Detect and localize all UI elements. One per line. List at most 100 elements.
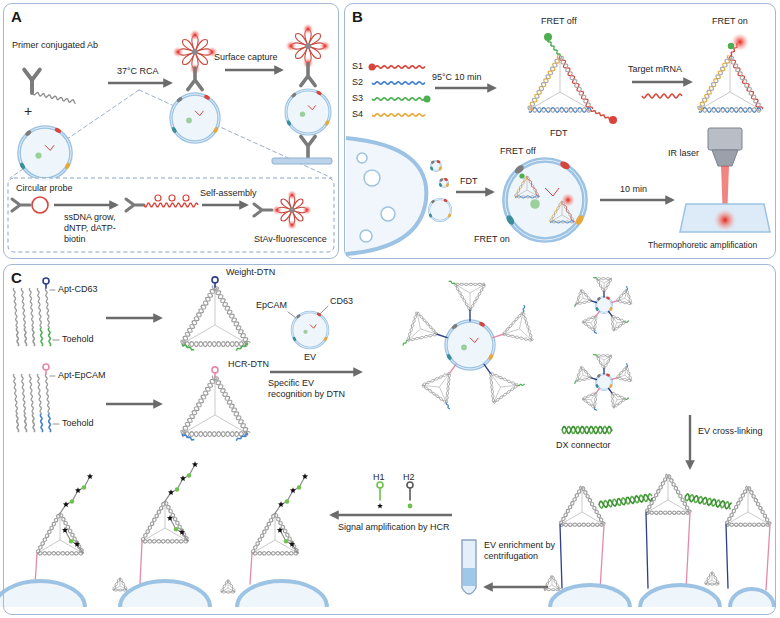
aptamer-link (600, 525, 604, 590)
dna-strand (603, 279, 611, 292)
dna-strand (577, 289, 582, 304)
dna-strand (515, 196, 539, 198)
antibody (188, 68, 202, 90)
annotation-label: Target mRNA (628, 64, 682, 75)
antibody-shape (12, 199, 30, 211)
leader-line (50, 290, 55, 291)
dna-strand (228, 580, 235, 592)
fluorophore-star (377, 503, 383, 508)
nucleic-acid-strand (594, 408, 596, 411)
aptamer-link (450, 364, 456, 373)
membrane-protein (291, 92, 298, 98)
dna-strand (583, 398, 595, 408)
nucleic-acid-strand (29, 374, 33, 414)
annotation-label: EV (304, 352, 316, 363)
dna-strand (503, 333, 532, 340)
dna-strand (668, 475, 689, 514)
dna-strand (529, 108, 591, 113)
dna-strand (726, 523, 770, 526)
leader-line (50, 376, 55, 377)
annotation-label: FRET on (712, 16, 748, 27)
tetrahedron-core (221, 580, 235, 592)
extracellular-vesicle (596, 374, 612, 390)
dna-strand (626, 367, 632, 381)
dna-strand (583, 321, 595, 331)
hcr-chain (275, 476, 305, 513)
vesicle-cargo (308, 105, 316, 109)
tetrahedron-core (408, 312, 437, 341)
process-arrow (202, 204, 246, 206)
nucleic-acid-strand (236, 344, 248, 351)
aptamer-link (484, 364, 490, 373)
annotation-label: 10 min (620, 184, 647, 195)
annotation-label: Primer conjugated Ab (12, 40, 98, 51)
tetrahedron-core (252, 513, 298, 553)
dna-strand (705, 572, 712, 584)
membrane-protein (478, 321, 485, 327)
vesicle-cargo (545, 188, 559, 196)
vesicle-membrane (446, 321, 494, 369)
tetrahedron-core (582, 316, 596, 331)
ssdna-loop (169, 195, 175, 201)
fluorophore-star (179, 529, 185, 535)
zoom-box (8, 178, 334, 252)
dna-strand (142, 540, 188, 543)
nucleic-acid-strand (13, 288, 17, 328)
dna-strand (182, 288, 217, 344)
dna-strand (490, 373, 518, 385)
extracellular-vesicle (429, 199, 451, 221)
fluorescence-glow (286, 41, 297, 52)
aptamer-link (686, 513, 690, 590)
tetrahedron-core (617, 367, 632, 381)
fluorophore-dot (175, 487, 179, 491)
antibody-shape (301, 136, 315, 158)
extracellular-vesicle (171, 94, 219, 142)
dna-strand (617, 290, 628, 301)
nucleic-acid-strand (626, 363, 628, 366)
aptamer-link (591, 301, 596, 303)
nucleic-acid-strand (642, 94, 682, 98)
panel-letter: A (11, 8, 22, 25)
hcr-chain (280, 530, 298, 553)
intracellular-vesicle (360, 230, 372, 242)
antibody (24, 70, 40, 93)
aptamer-link (437, 334, 447, 337)
nucleic-acid-strand (403, 341, 408, 346)
aptamer-link (766, 525, 770, 590)
fluorophore-dot (82, 485, 86, 489)
leader-line (320, 306, 328, 314)
nucleic-acid-strand (32, 328, 34, 346)
nucleic-acid-strand (40, 328, 42, 346)
annotation-label: Apt-CD63 (58, 284, 98, 295)
aptamer-link (646, 513, 648, 588)
panel-letter: C (11, 269, 22, 286)
nucleic-acid-strand (523, 305, 525, 312)
dna-strand (611, 316, 614, 331)
fluorophore-dot (728, 43, 734, 49)
aptamer-link (493, 334, 503, 337)
dna-strand (37, 552, 83, 555)
intracellular-vesicle (357, 153, 367, 163)
dna-strand (182, 342, 248, 347)
fluorophore-star (63, 501, 69, 507)
intracellular-vesicle (364, 170, 380, 186)
vesicle-membrane-arc (0, 581, 85, 607)
illustration (0, 24, 774, 607)
vesicle-membrane-arc (640, 585, 720, 607)
dna-strand (560, 56, 590, 110)
dna-strand (221, 580, 228, 592)
annotation-label: FRET off (500, 146, 536, 157)
nucleic-acid-strand (372, 114, 425, 116)
aptamer-stem (409, 488, 411, 500)
membrane-protein (438, 166, 442, 171)
tetrahedron-core (515, 176, 539, 197)
vesicle-cargo (186, 118, 192, 124)
tetrahedron-core (577, 290, 592, 304)
extracellular-vesicle (292, 312, 328, 348)
nucleic-acid-strand (13, 374, 17, 414)
annotation-label: FDT (550, 128, 568, 139)
dna-strand (408, 312, 418, 340)
dna-strand (214, 287, 248, 345)
fluorescence-glow (287, 190, 297, 200)
membrane-protein (596, 297, 601, 302)
